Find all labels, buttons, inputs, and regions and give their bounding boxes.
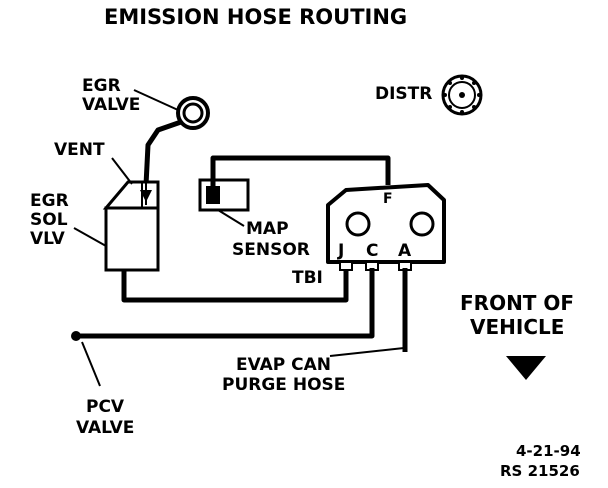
- egr-sol-vlv-leader: [73, 227, 107, 247]
- evap-leader: [329, 347, 405, 357]
- front-of-vehicle-arrow-icon: [506, 356, 546, 380]
- vent-label: VENT: [54, 140, 105, 160]
- evap-label-line2: PURGE HOSE: [222, 375, 345, 395]
- map-sensor-label-line2: SENSOR: [232, 240, 310, 260]
- tbi-label: TBI: [292, 268, 323, 288]
- tbi-unit: [326, 183, 446, 264]
- tbi-port-a-label: A: [398, 241, 412, 261]
- egr-sol-vlv-label-line1: EGR: [30, 191, 69, 211]
- footer-date: 4-21-94: [516, 442, 581, 460]
- tbi-port-f-label: F: [383, 191, 393, 207]
- distributor: [441, 74, 483, 116]
- pcv-valve-leader: [81, 341, 101, 387]
- egr-sol-vlv-label-line3: VLV: [30, 229, 66, 249]
- egr-valve-label-line2: VALVE: [82, 95, 140, 115]
- pcv-valve-connector: [71, 331, 81, 341]
- pcv-valve-label-line2: VALVE: [76, 418, 134, 438]
- map-sensor-label-line1: MAP: [246, 219, 289, 239]
- footer-code: RS 21526: [500, 462, 580, 480]
- tbi-port-j-label: J: [337, 241, 344, 261]
- front-of-vehicle-line2: VEHICLE: [470, 315, 564, 339]
- vent-leader: [111, 157, 133, 185]
- pcv-valve-label-line1: PCV: [86, 397, 125, 417]
- pcv-hose: [78, 268, 375, 339]
- map-to-tbi-f-hose: [210, 155, 391, 186]
- tbi-port-c-label: C: [366, 241, 378, 261]
- front-of-vehicle-line1: FRONT OF: [460, 291, 574, 315]
- egr-valve-hose: [143, 119, 182, 186]
- egr-valve-leader: [133, 89, 179, 111]
- diagram-title: EMISSION HOSE ROUTING: [104, 5, 407, 29]
- map-sensor-leader: [217, 209, 245, 227]
- egr-sol-vlv-label-line2: SOL: [30, 210, 68, 230]
- egr-solenoid-valve: [102, 175, 160, 272]
- tbi-port-stubs: [339, 261, 412, 271]
- map-sensor: [198, 178, 250, 212]
- evap-label-line1: EVAP CAN: [236, 355, 331, 375]
- distr-label: DISTR: [375, 84, 432, 104]
- egr-valve: [176, 96, 210, 130]
- solenoid-to-tbi-j-hose: [121, 262, 349, 303]
- egr-valve-label-line1: EGR: [82, 76, 121, 96]
